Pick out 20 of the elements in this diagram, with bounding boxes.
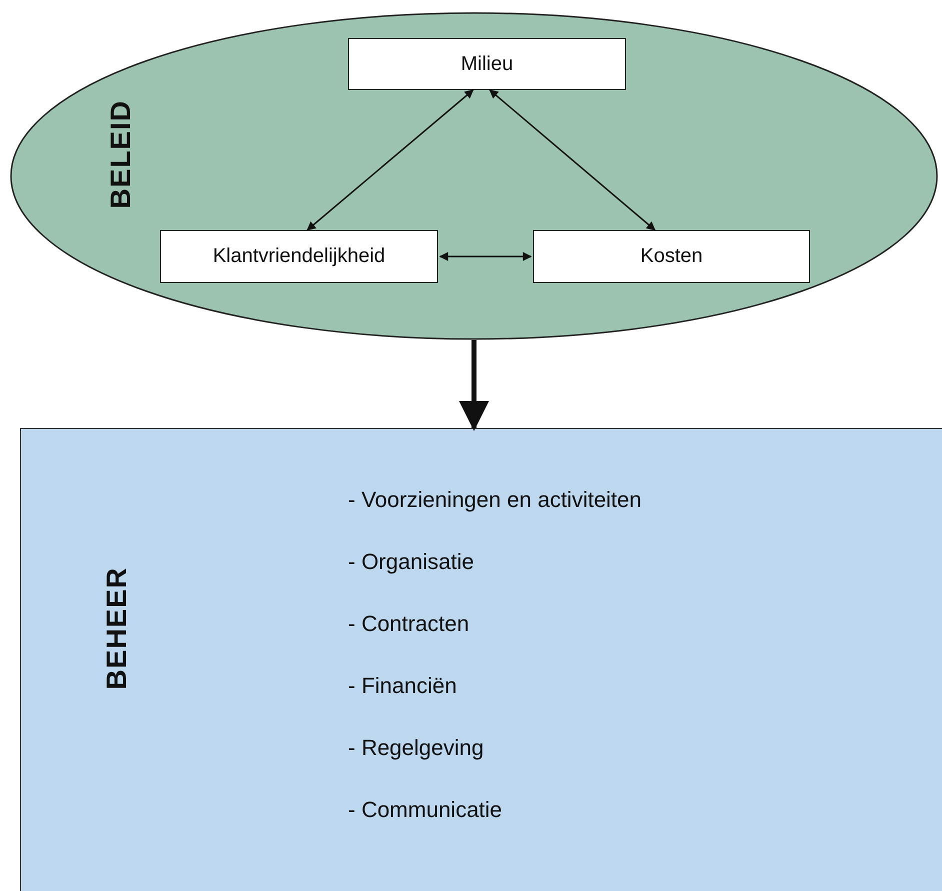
process-box: [348, 38, 626, 90]
box-label: Kosten: [640, 245, 703, 268]
list-item: - Organisatie: [348, 549, 474, 575]
arrow: [459, 340, 489, 431]
list-item: - Communicatie: [348, 797, 502, 823]
vertical-heading: BEHEER: [101, 567, 133, 690]
vertical-heading: BELEID: [105, 100, 137, 209]
list-item: - Financiën: [348, 673, 457, 699]
arrow: [306, 89, 474, 231]
arrow: [439, 252, 532, 261]
list-item: - Contracten: [348, 611, 470, 637]
process-box: [160, 230, 438, 283]
arrow: [489, 89, 656, 231]
policy-ellipse: [10, 12, 938, 340]
box-label: Milieu: [460, 52, 514, 76]
list-item: - Voorzieningen en activiteiten: [348, 487, 642, 513]
list-item: - Regelgeving: [348, 735, 484, 761]
process-box: [533, 230, 810, 283]
box-label: Klantvriendelijkheid: [212, 245, 386, 268]
management-panel: [20, 428, 942, 891]
